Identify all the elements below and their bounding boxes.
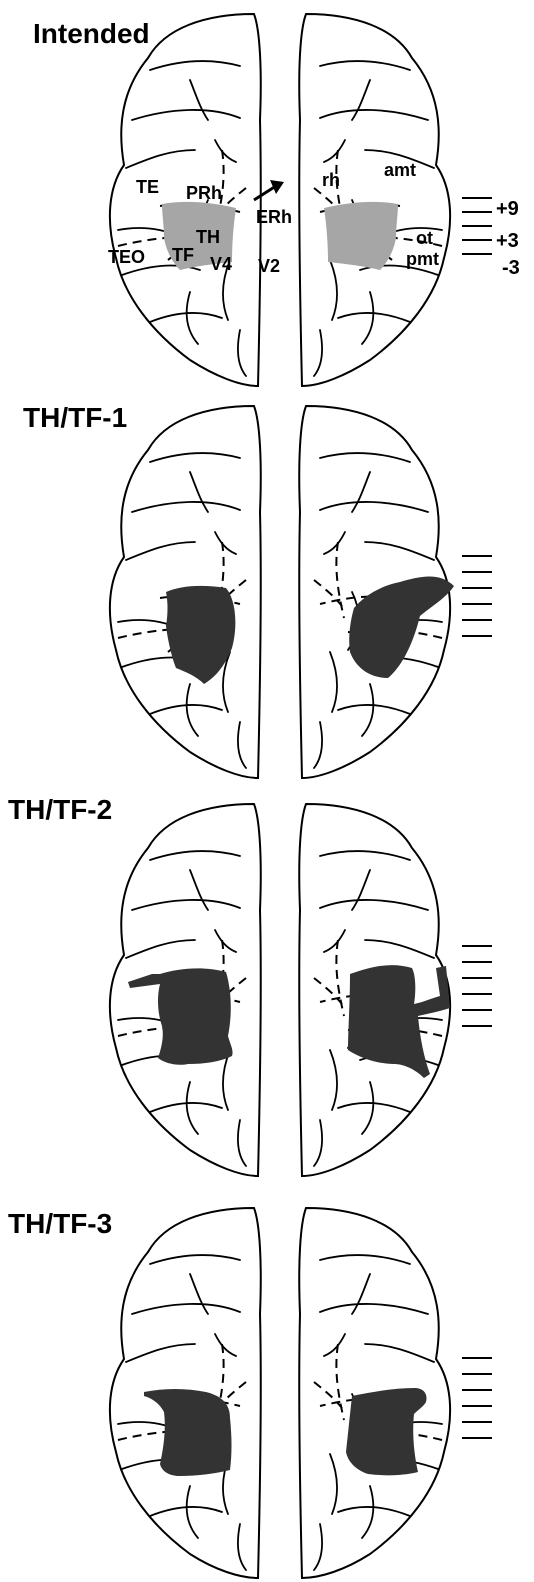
level-ticks [462,556,492,636]
label-erh: ERh [256,207,292,227]
level-ticks [462,198,492,254]
level-labels: +9 +3 -3 [496,198,520,279]
label-te: TE [136,177,159,197]
ventral-brain-diagram [0,1182,534,1582]
panel-intended: Intended TE PRh ERh [0,0,534,390]
lesion-region [144,1388,427,1476]
label-tf: TF [172,245,194,265]
level-label-minus3: -3 [502,257,520,279]
label-rh: rh [322,170,340,190]
level-label-plus3: +3 [496,230,519,252]
label-th: TH [196,227,220,247]
label-prh: PRh [186,183,222,203]
ventral-brain-diagram: TE PRh ERh TH TF TEO V4 V2 rh amt ot pmt… [0,0,534,390]
panel-thtf-2: TH/TF-2 [0,782,534,1182]
label-v4: V4 [210,254,232,274]
panel-thtf-3: TH/TF-3 [0,1182,534,1582]
label-ot: ot [416,228,433,248]
level-label-plus9: +9 [496,198,519,220]
level-ticks [462,946,492,1026]
label-pmt: pmt [406,249,439,269]
level-ticks [462,1358,492,1438]
label-teo: TEO [108,247,145,267]
label-v2: V2 [258,256,280,276]
ventral-brain-diagram [0,386,534,782]
ventral-brain-diagram [0,782,534,1182]
lesion-right [324,202,398,270]
right-hemisphere [299,14,450,386]
lesion-region [128,965,450,1078]
panel-thtf-1: TH/TF-1 [0,386,534,782]
label-amt: amt [384,160,416,180]
